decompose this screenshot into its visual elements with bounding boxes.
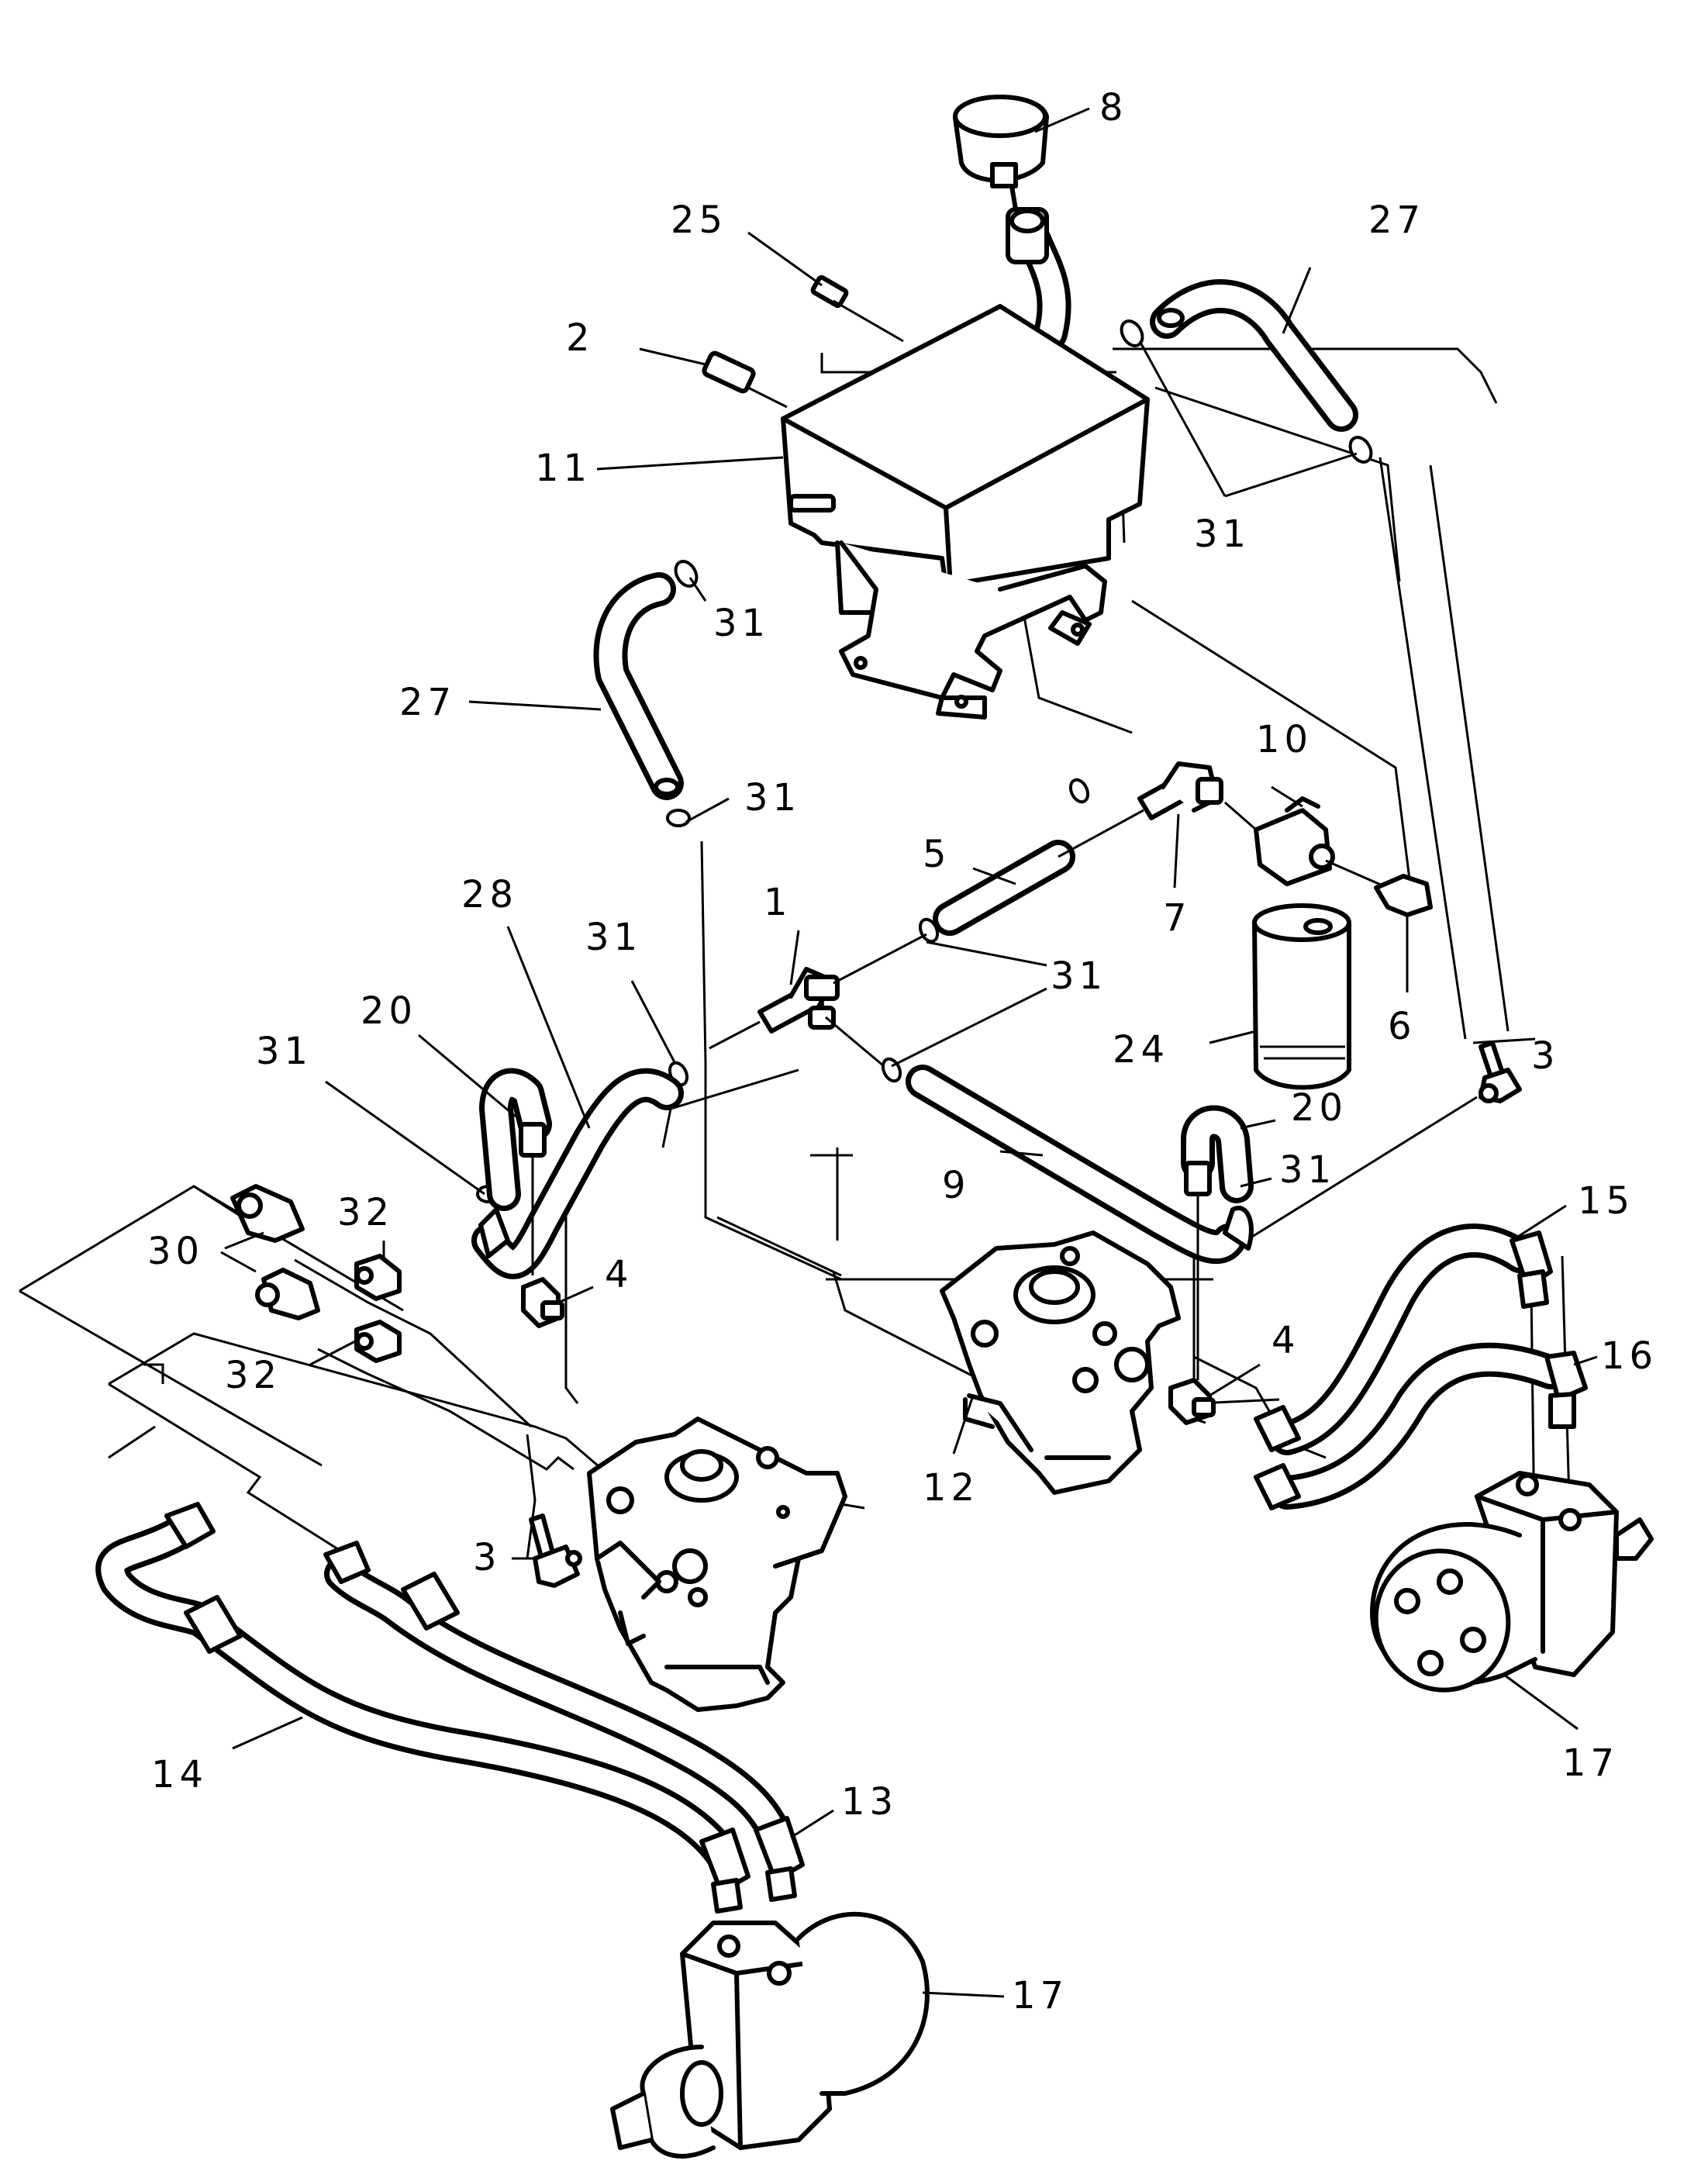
reservoir-tank [781, 304, 1150, 720]
fitting-4-right [1168, 1363, 1261, 1425]
callout-31: 31 [1194, 513, 1251, 556]
callout-27: 27 [399, 681, 456, 724]
callout-7: 7 [1163, 896, 1192, 940]
elbow-7 [1137, 761, 1223, 889]
callout-32: 32 [225, 1354, 281, 1397]
filter-head-10 [1224, 796, 1389, 889]
motor-17-bottom [610, 1911, 1005, 2159]
callout-31: 31 [713, 602, 770, 645]
elbow-3-left [529, 1513, 582, 1588]
hose-13 [323, 1541, 834, 1902]
callout-20: 20 [1291, 1086, 1347, 1130]
callout-6: 6 [1388, 1005, 1416, 1048]
callout-27: 27 [1368, 198, 1425, 242]
hose-14 [95, 1502, 750, 1914]
callout-3: 3 [473, 1536, 502, 1579]
part-2-fitting [702, 350, 788, 409]
callout-14: 14 [151, 1753, 208, 1796]
callout-31: 31 [744, 776, 801, 820]
callout-9: 9 [942, 1164, 971, 1207]
callout-32: 32 [337, 1191, 394, 1234]
filler-cap [953, 95, 1071, 350]
callout-25: 25 [671, 198, 727, 242]
pipe-5 [933, 809, 1144, 936]
hose-15 [1254, 1204, 1567, 1455]
hose-16 [1254, 1342, 1598, 1510]
callout-31: 31 [256, 1030, 312, 1073]
callout-17: 17 [1562, 1741, 1619, 1785]
callout-3: 3 [1531, 1034, 1560, 1078]
pipe-20-left [479, 1068, 552, 1275]
callout-12: 12 [923, 1466, 979, 1510]
callout-20: 20 [361, 989, 417, 1033]
valve-12-right [940, 1230, 1181, 1495]
callout-30: 30 [147, 1230, 204, 1273]
callout-31: 31 [1051, 954, 1107, 998]
callout-31: 31 [1279, 1148, 1336, 1192]
callout-11: 11 [535, 447, 592, 490]
elbow-3-right [1251, 1041, 1522, 1238]
callout-10: 10 [1256, 718, 1313, 761]
callout-24: 24 [1113, 1028, 1169, 1072]
elbow-6 [1374, 874, 1433, 992]
pipe-20-right [1181, 1105, 1254, 1380]
leader-lines [325, 107, 1358, 1560]
hose-9 [906, 1065, 1254, 1265]
hose-27-top [1150, 279, 1358, 432]
callout-1: 1 [764, 881, 792, 924]
callout-4: 4 [605, 1253, 633, 1296]
callout-15: 15 [1578, 1179, 1634, 1223]
callout-16: 16 [1601, 1334, 1658, 1378]
callout-2: 2 [566, 316, 595, 360]
hose-27-left [593, 572, 684, 800]
motor-17-right [1370, 1471, 1654, 1731]
fittings-32 [309, 1241, 402, 1366]
callout-17: 17 [1012, 1974, 1068, 2017]
callout-31: 31 [585, 916, 642, 959]
tee-1 [709, 930, 927, 1068]
fittings-30 [220, 1184, 320, 1320]
callout-8: 8 [1099, 86, 1128, 129]
callout-13: 13 [841, 1780, 898, 1824]
valve-12-left [587, 1417, 847, 1712]
callout-labels: 8 25 27 2 11 31 31 27 10 31 5 7 28 1 31 … [147, 86, 1658, 2017]
fitting-4-left [521, 1277, 594, 1328]
part-25-plug [810, 274, 904, 343]
hose-28 [471, 926, 684, 1279]
callout-4: 4 [1272, 1319, 1300, 1362]
callout-5: 5 [923, 833, 951, 876]
callout-28: 28 [461, 873, 518, 916]
oil-filter-24 [1209, 903, 1351, 1090]
